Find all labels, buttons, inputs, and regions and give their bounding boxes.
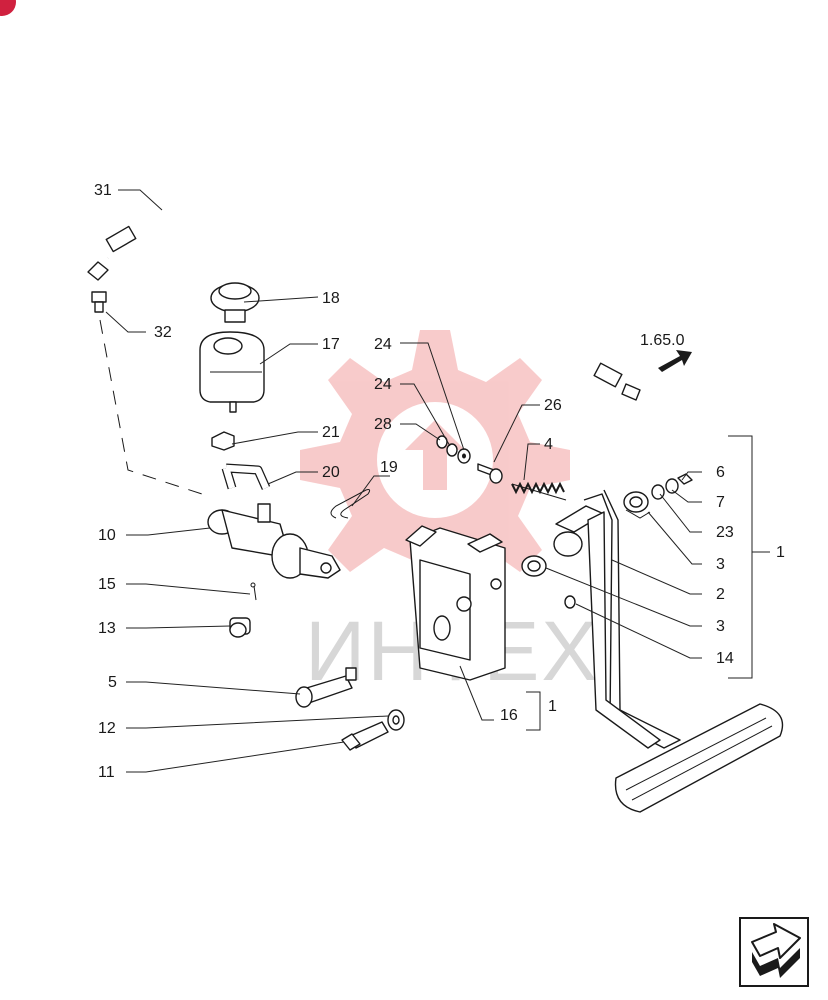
callout-label[interactable]: 14 [716, 650, 734, 667]
callout-label[interactable]: 16 [500, 707, 518, 724]
callout-label[interactable]: 32 [154, 324, 172, 341]
group-bracket-16 [526, 691, 541, 731]
nut-and-washers [436, 435, 471, 464]
next-page-button[interactable] [739, 917, 809, 987]
hose-connector [211, 431, 235, 451]
washer [387, 709, 405, 731]
hydraulic-pipe [87, 178, 641, 401]
pedal-washer-nut [651, 473, 693, 500]
clevis-pin [229, 617, 251, 638]
watermark [300, 330, 570, 600]
corner-badge[interactable] [0, 0, 16, 16]
callout-label[interactable]: 17 [322, 336, 340, 353]
pedal-bush-lower [521, 555, 547, 577]
callout-label[interactable]: 28 [374, 416, 392, 433]
clutch-pedal [553, 489, 784, 813]
callout-label[interactable]: 15 [98, 576, 116, 593]
feed-hose [221, 463, 271, 490]
fluid-reservoir [199, 331, 265, 413]
callout-label[interactable]: 19 [380, 459, 398, 476]
callout-label[interactable]: 20 [322, 464, 340, 481]
callout-label[interactable]: 11 [98, 764, 115, 781]
callout-label[interactable]: 2 [716, 586, 725, 603]
reference-label[interactable]: 1.65.0 [640, 332, 685, 349]
spring-anchor-bolt [477, 463, 503, 484]
callout-label[interactable]: 24 [374, 376, 392, 393]
callout-label[interactable]: 24 [374, 336, 392, 353]
callout-label[interactable]: 18 [322, 290, 340, 307]
callout-label[interactable]: 23 [716, 524, 734, 541]
callout-label[interactable]: 3 [716, 618, 725, 635]
pedal-bracket [405, 525, 506, 681]
split-pin [250, 582, 257, 601]
reference-arrow-icon [658, 350, 692, 372]
spring-clip [330, 489, 371, 519]
callout-label[interactable]: 1 [776, 544, 785, 561]
callout-label[interactable]: 1 [548, 698, 557, 715]
callout-label[interactable]: 6 [716, 464, 725, 481]
callout-label[interactable]: 5 [108, 674, 117, 691]
callout-labels: 31 32 18 17 24 24 28 26 4 21 20 19 10 15… [94, 182, 785, 781]
stop-screw [564, 595, 576, 609]
callout-label[interactable]: 12 [98, 720, 116, 737]
callout-label[interactable]: 26 [544, 397, 562, 414]
return-spring [511, 481, 567, 501]
callout-label[interactable]: 21 [322, 424, 340, 441]
group-bracket [728, 435, 770, 679]
clutch-master-cylinder [207, 503, 341, 579]
pedal-bush-upper [623, 491, 651, 519]
callout-label[interactable]: 13 [98, 620, 116, 637]
callout-label[interactable]: 10 [98, 527, 116, 544]
mounting-bolt [341, 721, 389, 751]
callout-label[interactable]: 3 [716, 556, 725, 573]
callout-label[interactable]: 31 [94, 182, 112, 199]
pushrod-bolt [295, 667, 357, 708]
reservoir-cap [210, 282, 260, 323]
callout-label[interactable]: 7 [716, 494, 725, 511]
pipe-fitting [91, 291, 107, 313]
next-page-arrow-icon [751, 923, 801, 978]
leader-lines [105, 189, 702, 773]
callout-label[interactable]: 4 [544, 436, 553, 453]
